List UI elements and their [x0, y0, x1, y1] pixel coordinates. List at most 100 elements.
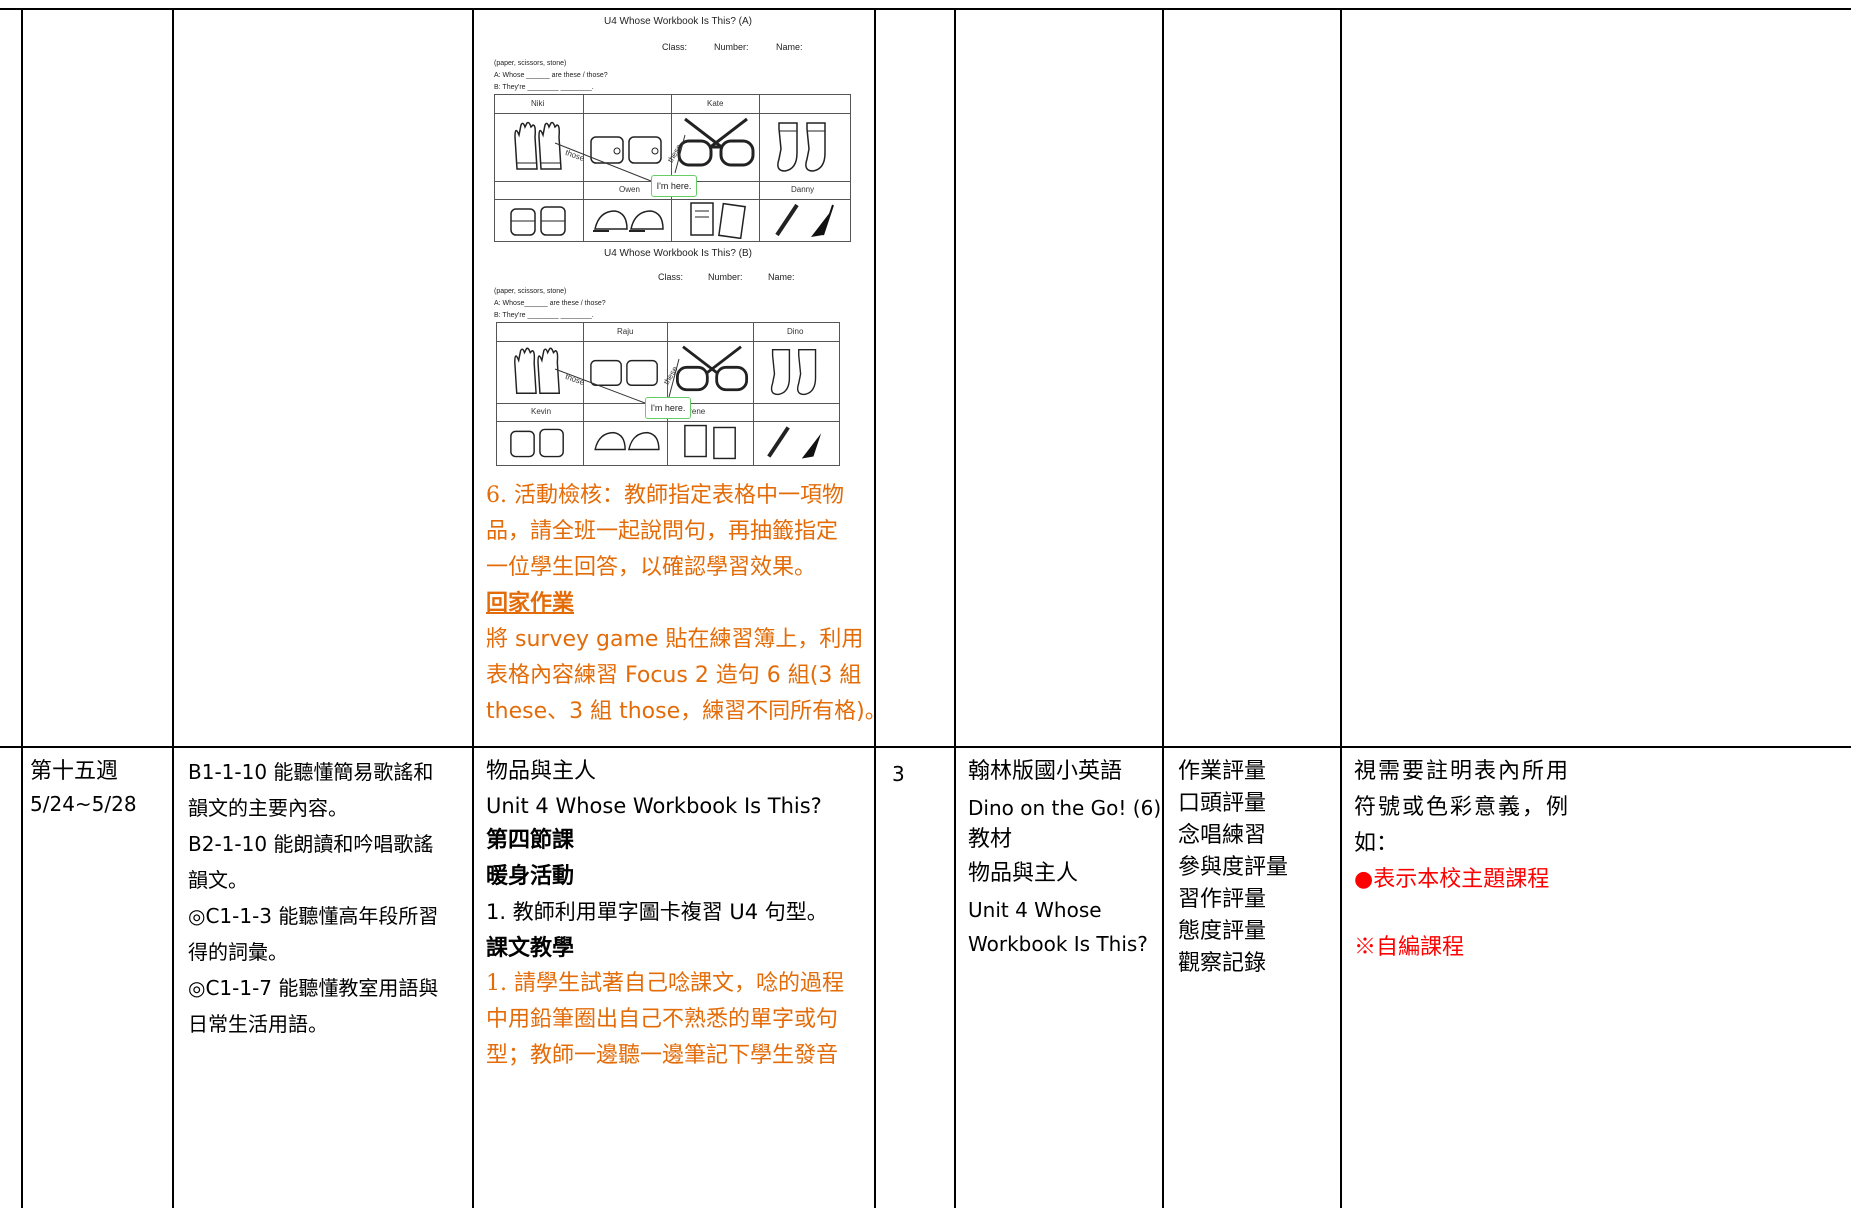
instruction-line: A: Whose ______ are these / those?	[494, 72, 608, 79]
assessment-item: 習作評量	[1178, 887, 1267, 912]
class-label: Class:	[662, 42, 688, 52]
assessment-item: 念唱練習	[1178, 823, 1267, 848]
indicator-line: 日常生活用語。	[188, 1012, 328, 1036]
gloves-icon	[514, 121, 562, 170]
material-line: Dino on the Go! (6)	[968, 796, 1162, 820]
topic-title: 物品與主人	[486, 759, 597, 784]
assessment-item: 參與度評量	[1178, 855, 1289, 880]
col-divider	[472, 8, 474, 1208]
workbooks-icon	[684, 424, 736, 460]
instruction-line: A: Whose______ are these / those?	[494, 300, 606, 307]
col-divider	[874, 8, 876, 1208]
glasses-icon	[677, 117, 755, 167]
indicator-line: ◎C1-1-3 能聽懂高年段所習	[188, 904, 439, 928]
indicator-line: 韻文。	[188, 868, 248, 892]
grid-name: Kevin	[531, 407, 552, 416]
speech-bubble: I'm here.	[651, 175, 697, 197]
row-divider	[0, 746, 1851, 748]
warmup-item: 1. 教師利用單字圖卡複習 U4 句型。	[486, 900, 828, 924]
item-grid: Raju Dino Kevin Irene	[496, 322, 840, 466]
homework-heading: 回家作業	[486, 591, 575, 616]
note-line: 符號或色彩意義，例	[1354, 795, 1571, 820]
week-label: 第十五週	[30, 759, 119, 784]
worksheet-title: U4 Whose Workbook Is This? (A)	[604, 16, 753, 27]
assessment-item: 口頭評量	[1178, 791, 1267, 816]
unit-title: Unit 4 Whose Workbook Is This?	[486, 794, 822, 818]
note-line: 如：	[1354, 831, 1399, 856]
homework-line: 將 survey game 貼在練習簿上，利用	[486, 627, 864, 652]
speech-bubble: I'm here.	[645, 397, 691, 419]
week-dates: 5/24~5/28	[30, 792, 137, 816]
assessment-item: 觀察記錄	[1178, 951, 1267, 976]
assessment-item: 作業評量	[1178, 759, 1267, 784]
grid-name: Niki	[531, 99, 545, 108]
caps-icon	[594, 431, 660, 451]
umbrellas-icon	[767, 426, 822, 459]
homework-line: 表格內容練習 Focus 2 造句 6 組(3 組	[486, 663, 862, 688]
indicator-line: ◎C1-1-7 能聽懂教室用語與	[188, 976, 439, 1000]
instruction-line: (paper, scissors, stone)	[494, 60, 567, 67]
grid-name: Owen	[619, 185, 640, 194]
period-count: 3	[892, 762, 905, 786]
glasses-icon	[675, 345, 749, 392]
instruction-line: B: They're ________ ________.	[494, 312, 594, 319]
grid-name: Irene	[687, 407, 706, 416]
class-label: Class:	[658, 272, 684, 282]
backpacks-icon	[510, 428, 564, 458]
activity-check-line: 品，請全班一起說問句，再抽籤指定	[486, 519, 839, 544]
grid-name: Raju	[617, 327, 634, 336]
name-label: Name:	[768, 272, 795, 282]
self-compiled-note: ※自編課程	[1354, 935, 1465, 960]
worksheet-b: U4 Whose Workbook Is This? (B) Class: Nu…	[494, 244, 854, 466]
indicator-line: B1-1-10 能聽懂簡易歌謠和	[188, 760, 434, 784]
wallets-icon	[590, 136, 662, 164]
umbrellas-icon	[775, 203, 834, 237]
material-line: 教材	[968, 827, 1013, 852]
item-grid: Niki Kate Owen Danny	[494, 94, 851, 242]
wallets-icon	[590, 359, 658, 386]
col-divider	[1340, 8, 1342, 1208]
text-teaching-heading: 課文教學	[486, 935, 575, 961]
worksheet-title: U4 Whose Workbook Is This? (B)	[604, 248, 753, 259]
number-label: Number:	[714, 42, 749, 52]
workbooks-icon	[690, 202, 746, 239]
backpacks-icon	[510, 206, 566, 236]
col-divider	[21, 8, 23, 1208]
number-label: Number:	[708, 272, 743, 282]
note-line: 視需要註明表內所用	[1354, 759, 1571, 784]
table-top-border	[0, 8, 1851, 10]
grid-name: Danny	[791, 185, 815, 194]
warmup-heading: 暖身活動	[486, 863, 575, 889]
col-divider	[172, 8, 174, 1208]
teaching-line: 1. 請學生試著自己唸課文，唸的過程	[486, 971, 844, 996]
indicator-line: B2-1-10 能朗讀和吟唱歌謠	[188, 832, 434, 856]
assessment-item: 態度評量	[1178, 919, 1267, 944]
socks-icon	[770, 348, 817, 396]
worksheet-a: U4 Whose Workbook Is This? (A) Class: Nu…	[494, 12, 854, 244]
theme-course-note: ●表示本校主題課程	[1354, 867, 1550, 892]
lesson-heading: 第四節課	[486, 827, 575, 853]
name-label: Name:	[776, 42, 803, 52]
teaching-line: 型；教師一邊聽一邊筆記下學生發音	[486, 1043, 839, 1068]
indicator-line: 得的詞彙。	[188, 940, 288, 964]
homework-line: these、3 組 those，練習不同所有格)。	[486, 699, 887, 724]
grid-name: Kate	[707, 99, 724, 108]
col-divider	[1162, 8, 1164, 1208]
indicator-line: 韻文的主要內容。	[188, 796, 348, 820]
material-line: Unit 4 Whose	[968, 898, 1102, 922]
gloves-icon	[514, 347, 561, 394]
material-line: Workbook Is This?	[968, 932, 1148, 956]
material-line: 翰林版國小英語	[968, 759, 1123, 784]
activity-check-line: 6. 活動檢核：教師指定表格中一項物	[486, 483, 844, 508]
caps-icon	[593, 210, 664, 232]
col-divider	[954, 8, 956, 1208]
instruction-line: (paper, scissors, stone)	[494, 288, 567, 295]
grid-name: Dino	[787, 327, 804, 336]
activity-check-line: 一位學生回答，以確認學習效果。	[486, 555, 817, 580]
material-line: 物品與主人	[968, 861, 1079, 886]
teaching-line: 中用鉛筆圈出自己不熟悉的單字或句	[486, 1007, 839, 1032]
arrow-lines	[554, 134, 686, 182]
arrow-lines	[554, 358, 680, 404]
instruction-line: B: They're ________ ________.	[494, 84, 594, 91]
socks-icon	[777, 122, 826, 172]
